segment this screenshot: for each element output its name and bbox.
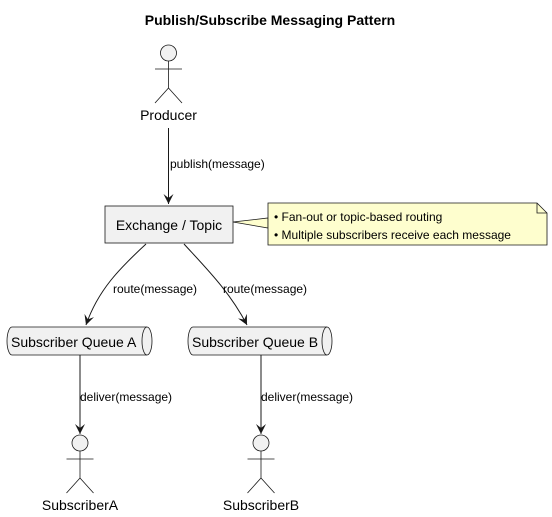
note-fold: [536, 203, 547, 214]
exchange-label: Exchange / Topic: [116, 217, 222, 233]
route-b-label: route(message): [223, 282, 307, 296]
deliver-a-label: deliver(message): [80, 390, 172, 404]
queue-a-node: [6, 326, 153, 356]
diagram-title: Publish/Subscribe Messaging Pattern: [145, 12, 396, 28]
queue-b-node: [187, 326, 333, 356]
note-connector: [232, 217, 269, 229]
note-line-1: • Fan-out or topic-based routing: [274, 210, 442, 224]
route-a-edge: [84, 243, 147, 326]
queue-b-label: Subscriber Queue B: [192, 334, 318, 350]
producer-actor: [154, 44, 183, 104]
exchange-node: [104, 205, 234, 244]
queue-a-label: Subscriber Queue A: [11, 334, 137, 350]
route-b-edge: [183, 243, 248, 326]
deliver-b-label: deliver(message): [261, 390, 353, 404]
subscriber-b-actor: [247, 434, 275, 494]
subscriber-a-label: SubscriberA: [42, 497, 119, 513]
publish-edge-label: publish(message): [170, 157, 265, 171]
producer-label: Producer: [140, 107, 197, 123]
note-line-2: • Multiple subscribers receive each mess…: [274, 228, 511, 242]
route-a-label: route(message): [113, 282, 197, 296]
subscriber-a-actor: [66, 434, 94, 494]
subscriber-b-label: SubscriberB: [223, 497, 299, 513]
note-box: [267, 202, 548, 246]
